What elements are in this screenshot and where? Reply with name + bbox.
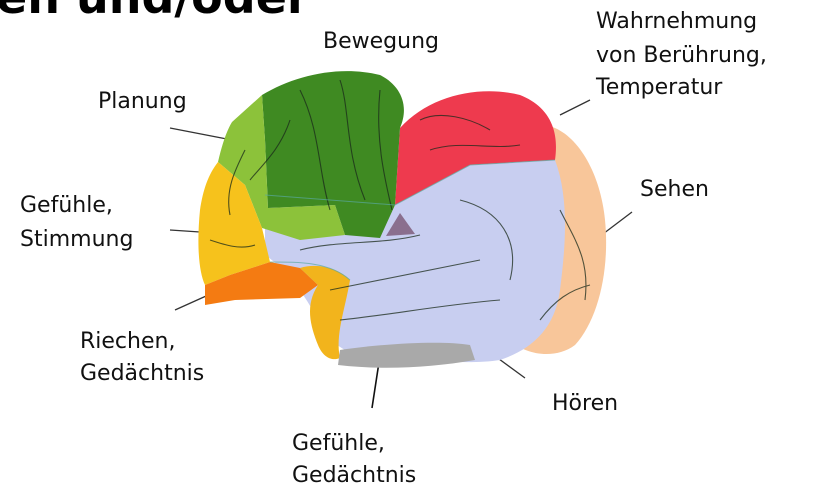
label-bewegung: Bewegung xyxy=(323,28,439,56)
label-riechen-line1: Riechen, xyxy=(80,328,175,356)
pointer-wahrnehmung xyxy=(560,100,590,115)
label-wahrnehmung-line3: Temperatur xyxy=(596,74,722,102)
label-gefuehle-stimmung-line2: Stimmung xyxy=(20,226,133,254)
pointer-planung xyxy=(170,128,232,140)
label-sehen: Sehen xyxy=(640,176,709,204)
label-hoeren: Hören xyxy=(552,390,618,418)
pointer-gefuehle-stimmung xyxy=(170,230,200,232)
label-riechen-line2: Gedächtnis xyxy=(80,360,204,388)
label-wahrnehmung-line1: Wahrnehmung xyxy=(596,8,757,36)
label-planung: Planung xyxy=(98,88,187,116)
label-gefuehle-gedaechtnis-line2: Gedächtnis xyxy=(292,462,416,490)
label-gefuehle-stimmung-line1: Gefühle, xyxy=(20,192,113,220)
label-wahrnehmung-line2: von Berührung, xyxy=(596,42,767,70)
label-gefuehle-gedaechtnis-line1: Gefühle, xyxy=(292,430,385,458)
